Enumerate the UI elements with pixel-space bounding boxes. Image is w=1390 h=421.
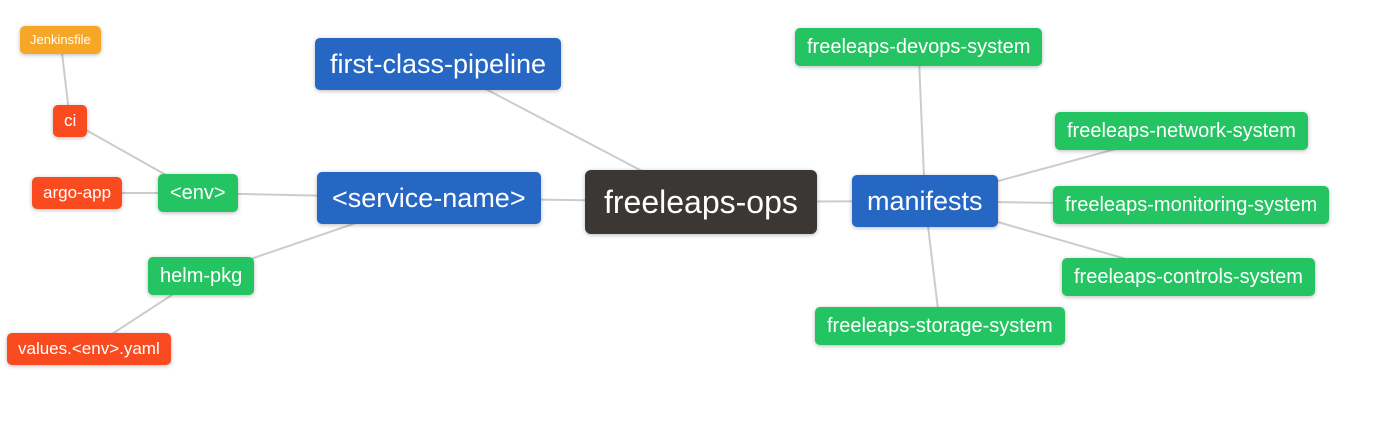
- node-freeleaps-devops-system[interactable]: freeleaps-devops-system: [795, 28, 1043, 66]
- node-helm-pkg[interactable]: helm-pkg: [148, 257, 255, 295]
- node-freeleaps-ops[interactable]: freeleaps-ops: [585, 170, 817, 235]
- node-manifests[interactable]: manifests: [852, 175, 998, 228]
- node-service-name[interactable]: <service-name>: [317, 172, 541, 225]
- node-freeleaps-monitoring-system[interactable]: freeleaps-monitoring-system: [1053, 186, 1330, 224]
- node-freeleaps-network-system[interactable]: freeleaps-network-system: [1055, 112, 1308, 150]
- node-jenkinsfile[interactable]: Jenkinsfile: [20, 26, 101, 54]
- node-first-class-pipeline[interactable]: first-class-pipeline: [315, 38, 562, 91]
- node-env[interactable]: <env>: [158, 174, 238, 212]
- node-argo-app[interactable]: argo-app: [32, 177, 123, 210]
- node-values-env-yaml[interactable]: values.<env>.yaml: [7, 333, 171, 366]
- node-freeleaps-storage-system[interactable]: freeleaps-storage-system: [815, 307, 1065, 345]
- node-ci[interactable]: ci: [53, 105, 88, 138]
- node-freeleaps-controls-system[interactable]: freeleaps-controls-system: [1062, 258, 1315, 296]
